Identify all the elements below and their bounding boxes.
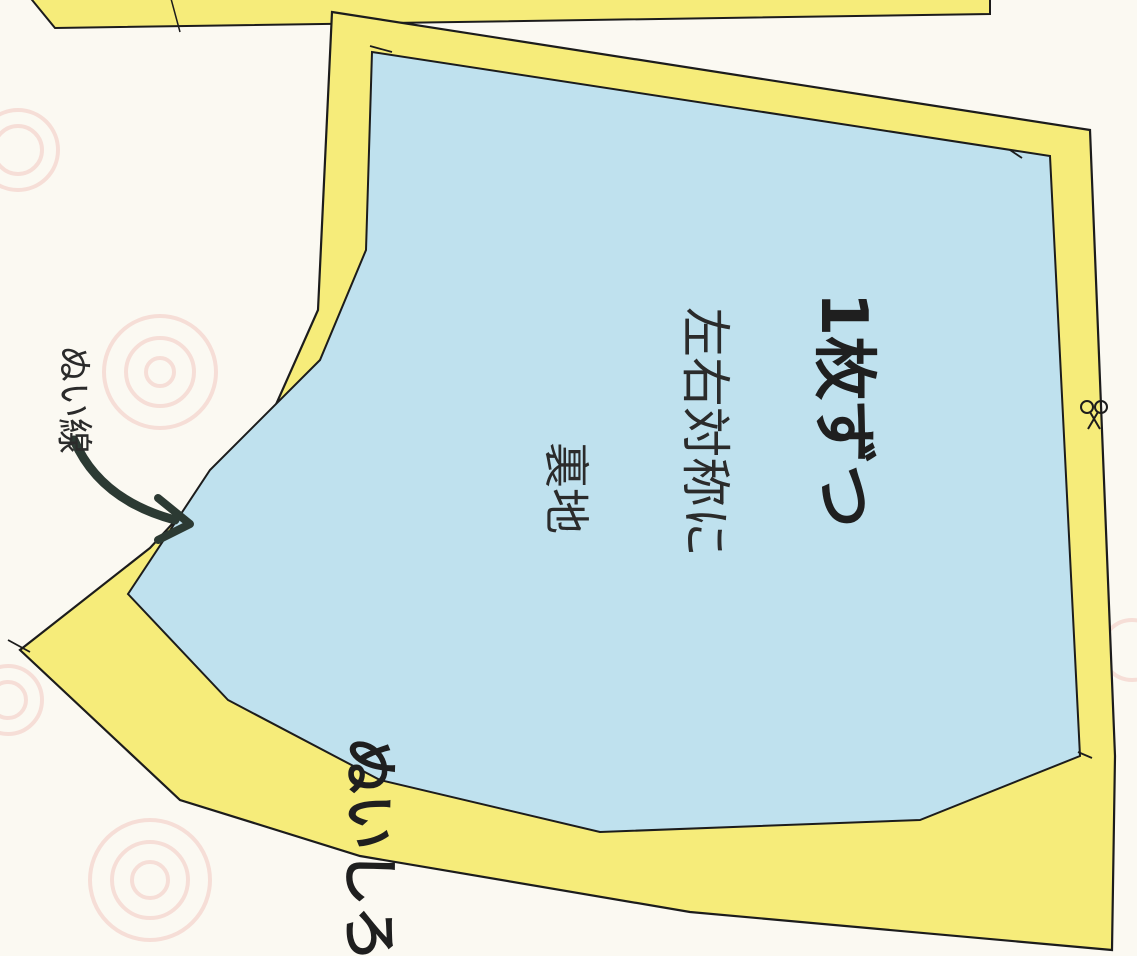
fabric-label: 裏地 [539,442,593,534]
fabric-area [126,50,1082,834]
seam-allowance-label: ぬいしろ [336,738,401,956]
instruction-label: 左右対称に [676,307,734,557]
count-label: 1枚ずつ [806,292,880,529]
seam-line-arrow [69,435,194,544]
seam-line-label: ぬい線 [53,346,94,454]
notch-marks [7,45,1093,759]
background-dots [0,108,1137,942]
adjacent-pattern-piece [30,0,991,33]
scissors-icon [1080,400,1108,430]
